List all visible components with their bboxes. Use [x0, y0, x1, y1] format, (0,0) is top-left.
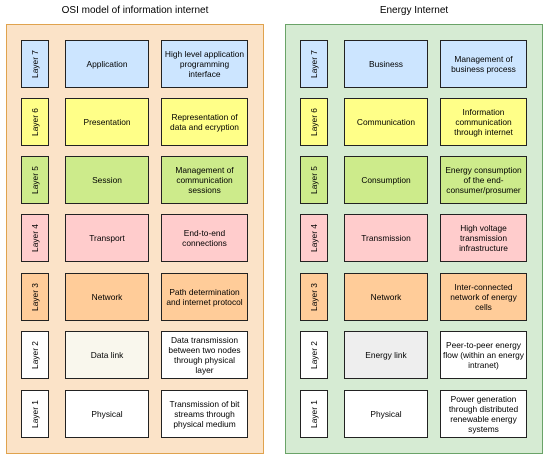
layer-label: Layer 2	[30, 341, 40, 369]
osi-layer-description: Path determination and internet protocol	[161, 273, 248, 321]
layer-label: Layer 7	[30, 50, 40, 78]
osi-layer-box: Layer 4	[21, 214, 49, 262]
energy-layer-name: Physical	[344, 390, 428, 438]
osi-layer-name: Data link	[65, 331, 149, 379]
osi-layer-description: Data transmission between two nodes thro…	[161, 331, 248, 379]
osi-layer-name: Application	[65, 40, 149, 88]
energy-layer-box: Layer 2	[300, 331, 328, 379]
energy-layer-description: Power generation through distributed ren…	[440, 390, 527, 438]
osi-layer-description: Representation of data and ecryption	[161, 98, 248, 146]
osi-layer-box: Layer 6	[21, 98, 49, 146]
energy-layer-description: Energy consumption of the end-consumer/p…	[440, 156, 527, 204]
layer-label: Layer 4	[30, 224, 40, 252]
layer-label: Layer 3	[30, 283, 40, 311]
layer-label: Layer 6	[309, 108, 319, 136]
layer-label: Layer 3	[309, 283, 319, 311]
layer-label: Layer 1	[30, 400, 40, 428]
layer-label: Layer 1	[309, 400, 319, 428]
osi-layer-box: Layer 3	[21, 273, 49, 321]
osi-layer-name: Physical	[65, 390, 149, 438]
layer-label: Layer 4	[309, 224, 319, 252]
energy-layer-name: Business	[344, 40, 428, 88]
osi-layer-box: Layer 7	[21, 40, 49, 88]
layer-label: Layer 7	[309, 50, 319, 78]
osi-layer-name: Transport	[65, 214, 149, 262]
energy-layer-description: Information communication through intern…	[440, 98, 527, 146]
osi-layer-name: Session	[65, 156, 149, 204]
energy-layer-box: Layer 3	[300, 273, 328, 321]
energy-layer-name: Consumption	[344, 156, 428, 204]
layer-label: Layer 6	[30, 108, 40, 136]
energy-layer-name: Transmission	[344, 214, 428, 262]
layer-label: Layer 5	[30, 166, 40, 194]
layer-label: Layer 5	[309, 166, 319, 194]
energy-layer-description: High voltage transmission infrastructure	[440, 214, 527, 262]
energy-layer-name: Energy link	[344, 331, 428, 379]
energy-layer-box: Layer 4	[300, 214, 328, 262]
osi-layer-box: Layer 1	[21, 390, 49, 438]
osi-layer-box: Layer 5	[21, 156, 49, 204]
osi-layer-description: Transmission of bit streams through phys…	[161, 390, 248, 438]
energy-title: Energy Internet	[379, 5, 449, 16]
osi-layer-box: Layer 2	[21, 331, 49, 379]
osi-layer-description: High level application programming inter…	[161, 40, 248, 88]
osi-layer-name: Network	[65, 273, 149, 321]
energy-layer-description: Peer-to-peer energy flow (within an ener…	[440, 331, 527, 379]
osi-layer-name: Presentation	[65, 98, 149, 146]
energy-layer-description: Management of business process	[440, 40, 527, 88]
osi-layer-description: Management of communication sessions	[161, 156, 248, 204]
energy-layer-name: Network	[344, 273, 428, 321]
energy-layer-box: Layer 7	[300, 40, 328, 88]
energy-layer-name: Communication	[344, 98, 428, 146]
energy-layer-box: Layer 5	[300, 156, 328, 204]
osi-layer-description: End-to-end connections	[161, 214, 248, 262]
energy-layer-box: Layer 6	[300, 98, 328, 146]
osi-title: OSI model of information internet	[61, 5, 209, 16]
energy-layer-description: Inter-connected network of energy cells	[440, 273, 527, 321]
energy-layer-box: Layer 1	[300, 390, 328, 438]
layer-label: Layer 2	[309, 341, 319, 369]
